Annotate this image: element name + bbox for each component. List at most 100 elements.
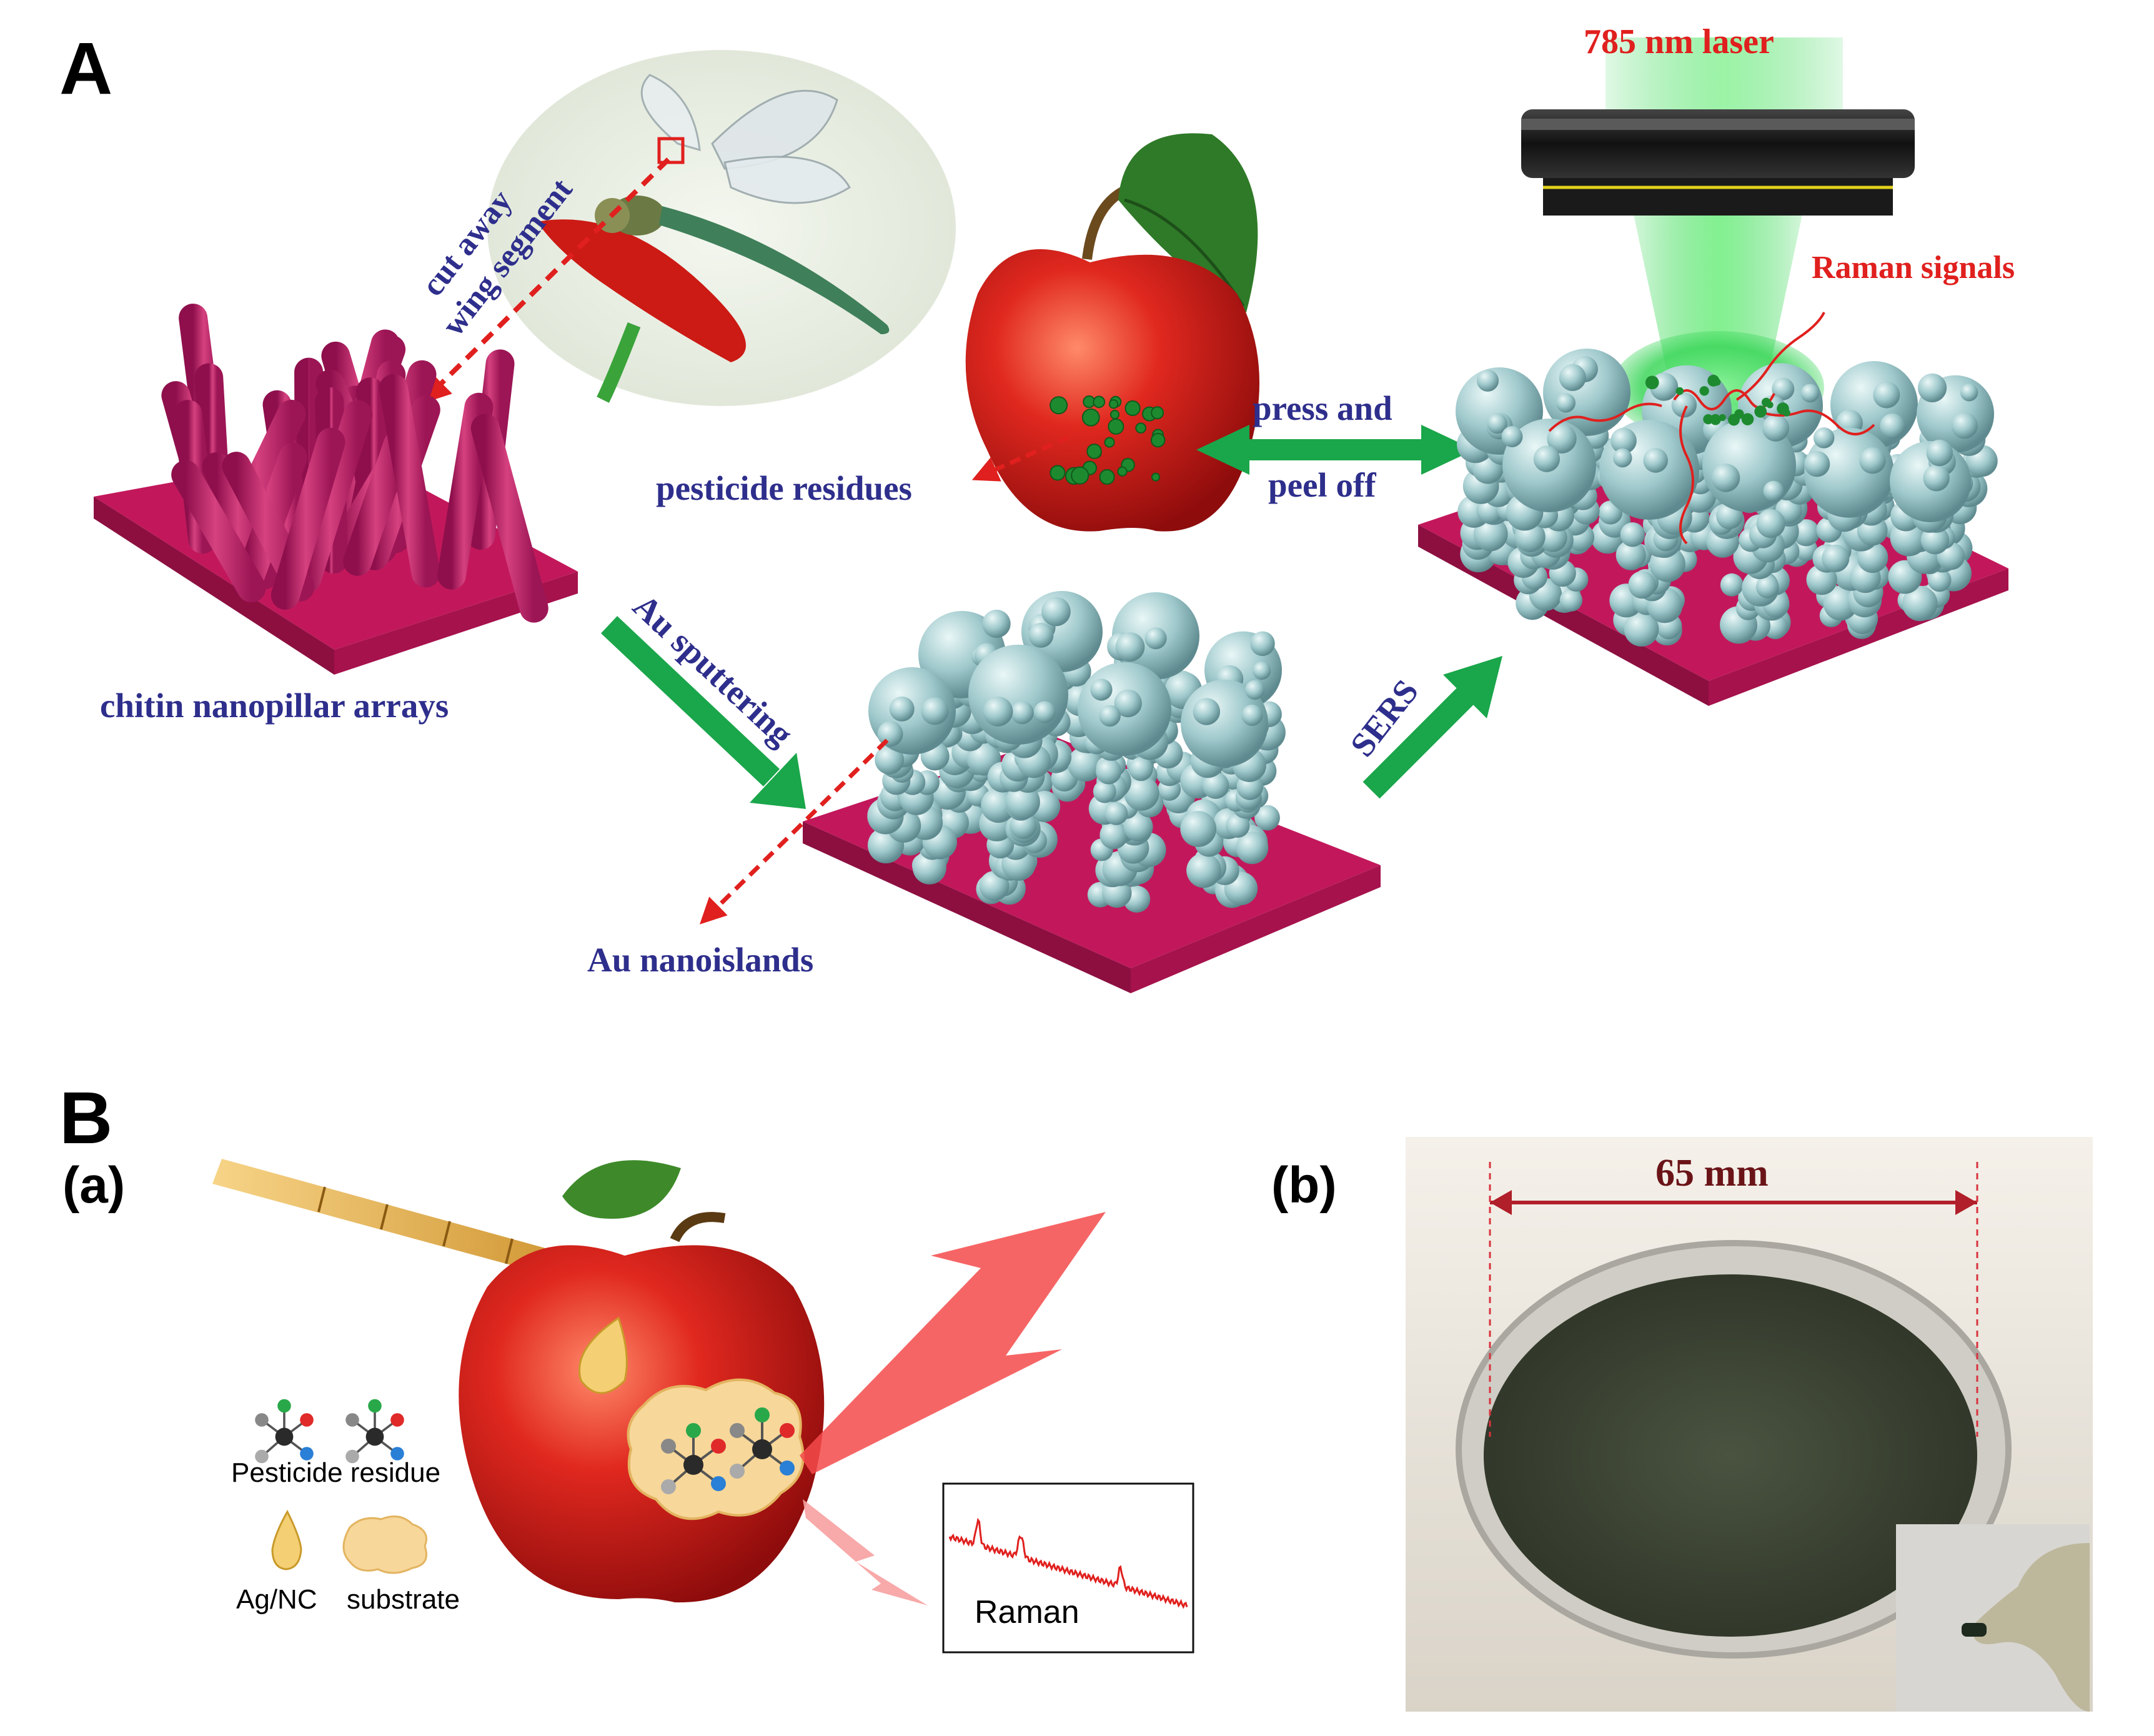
- au-nanoparticle: [1096, 758, 1122, 785]
- atom: [255, 1449, 269, 1464]
- atom: [300, 1413, 314, 1427]
- atom: [345, 1413, 359, 1427]
- panel-label-a: A: [59, 27, 112, 110]
- pesticide-dot: [1099, 469, 1115, 485]
- legend-substrate-label: substrate: [347, 1584, 460, 1615]
- nanopillar: [343, 430, 412, 576]
- pesticide-dot: [1741, 413, 1754, 425]
- au-nanoparticle: [1068, 746, 1103, 782]
- legend-molecule-2: [345, 1399, 404, 1464]
- dimension-label: 65 mm: [1655, 1152, 1769, 1194]
- pesticide-dot: [1108, 399, 1119, 409]
- au-nanoparticle: [1720, 573, 1744, 597]
- sers-substrate: [1418, 312, 2008, 706]
- pesticide-dot: [1754, 405, 1767, 418]
- au-nanoparticle: [1250, 631, 1275, 657]
- raman-label: Raman: [975, 1594, 1079, 1630]
- au-nanoparticle: [1202, 772, 1229, 799]
- au-nanoparticle: [1772, 377, 1795, 400]
- au-nanoparticle: [1033, 701, 1056, 723]
- au-nanoparticle: [1090, 678, 1113, 701]
- chitin-nanopillar-arrays: [94, 304, 578, 675]
- au-nanoparticle: [875, 745, 905, 775]
- raman-signal-wave: [1548, 402, 1662, 432]
- pesticide-dot: [1151, 406, 1164, 420]
- leaf-icon: [1118, 133, 1258, 312]
- pesticide-dot: [1117, 466, 1128, 477]
- au-nanoparticle: [1628, 571, 1656, 599]
- au-nanoparticle: [1880, 413, 1905, 439]
- au-nanoparticle: [1755, 575, 1779, 598]
- au-nanoparticle: [1559, 364, 1586, 391]
- pesticide-dot: [1135, 422, 1146, 434]
- au-nanoparticle: [1804, 451, 1830, 477]
- au-nanoparticle: [1822, 544, 1850, 573]
- au-nanoparticle: [983, 697, 1013, 727]
- au-nanoparticle: [1476, 369, 1499, 392]
- pesticide-dot: [1710, 414, 1721, 425]
- au-nanoparticle: [1547, 424, 1577, 454]
- press-label-2: peel off: [1268, 466, 1376, 504]
- panel-label-b-b: (b): [1271, 1157, 1337, 1214]
- flower-petal: [537, 219, 746, 362]
- atom: [390, 1413, 404, 1427]
- au-nanoparticle: [1254, 805, 1280, 831]
- au-nanoparticle: [1559, 588, 1583, 612]
- panel-label-b-a: (a): [62, 1157, 125, 1214]
- au-nanoparticle: [1927, 568, 1952, 592]
- legend: Pesticide residue Ag/NC substrate: [231, 1399, 460, 1615]
- pesticide-dot: [1645, 375, 1659, 390]
- pesticide-dot: [1050, 396, 1068, 415]
- pesticide-dot: [1699, 386, 1709, 396]
- petri-dish-photo: 65 mm: [1406, 1137, 2093, 1712]
- nanopillar: [171, 460, 266, 603]
- objective-lens-icon: [1521, 109, 1915, 216]
- dragonfly-photo: [487, 50, 956, 406]
- chitin-label: chitin nanopillar arrays: [100, 687, 449, 725]
- atom: [780, 1461, 795, 1476]
- atom: [661, 1439, 676, 1454]
- au-nanoparticle: [1926, 439, 1953, 467]
- raman-spectrum-line: [948, 1517, 1188, 1609]
- press-peel-arrow: [1196, 425, 1474, 475]
- atom: [730, 1464, 745, 1479]
- au-nanoparticle: [1226, 813, 1250, 838]
- pesticide-dot: [1124, 400, 1141, 417]
- au-nanoparticle: [1918, 373, 1947, 402]
- press-label-1: press and: [1253, 389, 1392, 427]
- au-nanoparticle: [1792, 519, 1820, 547]
- pesticide-dot: [1081, 408, 1100, 427]
- nanopillar: [470, 414, 548, 623]
- atom: [752, 1439, 772, 1459]
- au-nanoparticle: [1144, 627, 1167, 650]
- au-nanoparticle: [1873, 381, 1900, 409]
- laser-label: 785 nm laser: [1584, 22, 1774, 61]
- pesticide-dot: [1108, 418, 1124, 435]
- raman-signal-wave: [1679, 405, 1694, 545]
- raman-signal-wave: [1735, 312, 1825, 401]
- cut-arrow: [420, 157, 670, 404]
- apple-icon: [965, 133, 1259, 532]
- pesticide-dot: [1086, 444, 1102, 459]
- raman-spectrum-inset: Raman: [942, 1482, 1194, 1654]
- nanopillar: [379, 374, 440, 588]
- au-nanoparticle: [1180, 811, 1217, 847]
- raman-signal-wave: [1761, 409, 1875, 435]
- au-nanoparticle: [1920, 525, 1950, 555]
- atom: [711, 1476, 726, 1491]
- atom: [730, 1423, 745, 1438]
- au-nanoparticle: [1762, 414, 1789, 442]
- au-nanoparticle: [1186, 853, 1221, 888]
- gloved-hand-icon: [1973, 1543, 2090, 1712]
- legend-pesticide-label: Pesticide residue: [231, 1457, 440, 1488]
- pesticide-dot: [1777, 402, 1789, 415]
- au-nanoparticle: [1960, 384, 1978, 402]
- au-nanoparticle: [1104, 801, 1128, 825]
- nanoislands-arrow: [700, 738, 889, 925]
- au-nanoparticle: [877, 721, 903, 747]
- au-nanoparticle: [1533, 445, 1561, 472]
- au-nanoparticle: [1099, 705, 1121, 727]
- atom: [277, 1399, 291, 1413]
- au-cap: [968, 645, 1068, 745]
- au-nanoparticle: [1613, 448, 1632, 468]
